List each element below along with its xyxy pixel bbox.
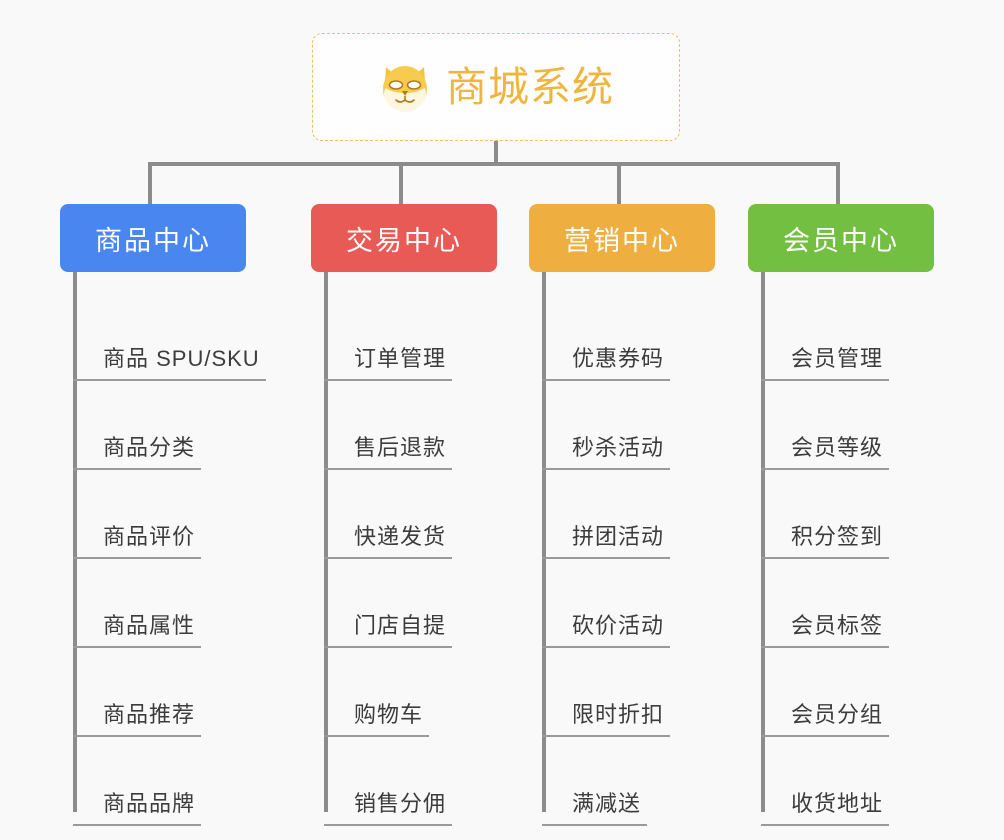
leaf-item-label: 会员分组 xyxy=(761,697,890,737)
leaf-item[interactable]: 门店自提 xyxy=(324,559,531,648)
leaf-item[interactable]: 收货地址 xyxy=(761,737,968,826)
leaf-item-label: 商品属性 xyxy=(73,608,202,648)
leaf-item-label: 商品评价 xyxy=(73,519,202,559)
leaf-item-list: 商品 SPU/SKU 商品分类 商品评价 商品属性 商品推荐 商品品牌 xyxy=(60,292,280,826)
leaf-item-list: 优惠券码 秒杀活动 拼团活动 砍价活动 限时折扣 满减送 xyxy=(529,292,749,826)
leaf-item-label: 优惠券码 xyxy=(542,341,671,381)
leaf-item[interactable]: 售后退款 xyxy=(324,381,531,470)
category-trunk xyxy=(761,272,765,812)
leaf-item-label: 订单管理 xyxy=(324,341,453,381)
leaf-item-label: 销售分佣 xyxy=(324,786,453,826)
category-header-label: 交易中心 xyxy=(346,225,462,256)
leaf-item[interactable]: 商品属性 xyxy=(73,559,280,648)
leaf-item[interactable]: 销售分佣 xyxy=(324,737,531,826)
leaf-item-label: 会员管理 xyxy=(761,341,890,381)
dog-face-icon xyxy=(378,60,432,114)
leaf-item[interactable]: 秒杀活动 xyxy=(542,381,749,470)
leaf-item[interactable]: 会员分组 xyxy=(761,648,968,737)
category-column-marketing: 营销中心 优惠券码 秒杀活动 拼团活动 砍价活动 限时折扣 满减送 xyxy=(529,204,749,826)
leaf-item[interactable]: 拼团活动 xyxy=(542,470,749,559)
leaf-item-label: 商品品牌 xyxy=(73,786,202,826)
leaf-item-label: 积分签到 xyxy=(761,519,890,559)
category-column-trade: 交易中心 订单管理 售后退款 快递发货 门店自提 购物车 销售分佣 xyxy=(311,204,531,826)
leaf-item-label: 售后退款 xyxy=(324,430,453,470)
leaf-item[interactable]: 购物车 xyxy=(324,648,531,737)
leaf-item[interactable]: 商品品牌 xyxy=(73,737,280,826)
category-trunk xyxy=(324,272,328,812)
category-header-label: 营销中心 xyxy=(564,225,680,256)
leaf-item-label: 砍价活动 xyxy=(542,608,671,648)
leaf-item-label: 限时折扣 xyxy=(542,697,671,737)
category-header-member[interactable]: 会员中心 xyxy=(748,204,934,272)
connector-drop-4 xyxy=(836,162,840,206)
connector-drop-3 xyxy=(617,162,621,206)
category-header-label: 会员中心 xyxy=(783,225,899,256)
root-title: 商城系统 xyxy=(446,63,614,110)
category-column-product: 商品中心 商品 SPU/SKU 商品分类 商品评价 商品属性 商品推荐 商品品牌 xyxy=(60,204,280,826)
leaf-item-label: 收货地址 xyxy=(761,786,890,826)
root-node[interactable]: 商城系统 xyxy=(312,33,680,141)
leaf-item-label: 满减送 xyxy=(542,786,648,826)
category-header-marketing[interactable]: 营销中心 xyxy=(529,204,715,272)
connector-drop-2 xyxy=(399,162,403,206)
category-header-product[interactable]: 商品中心 xyxy=(60,204,246,272)
leaf-item[interactable]: 快递发货 xyxy=(324,470,531,559)
leaf-item-label: 商品 SPU/SKU xyxy=(73,341,266,381)
connector-drop-1 xyxy=(148,162,152,206)
leaf-item[interactable]: 商品 SPU/SKU xyxy=(73,292,280,381)
leaf-item[interactable]: 会员等级 xyxy=(761,381,968,470)
leaf-item[interactable]: 商品推荐 xyxy=(73,648,280,737)
category-header-trade[interactable]: 交易中心 xyxy=(311,204,497,272)
category-trunk xyxy=(73,272,77,812)
category-header-label: 商品中心 xyxy=(95,225,211,256)
leaf-item[interactable]: 订单管理 xyxy=(324,292,531,381)
leaf-item-label: 快递发货 xyxy=(324,519,453,559)
leaf-item[interactable]: 会员标签 xyxy=(761,559,968,648)
category-trunk xyxy=(542,272,546,812)
category-column-member: 会员中心 会员管理 会员等级 积分签到 会员标签 会员分组 收货地址 xyxy=(748,204,968,826)
leaf-item[interactable]: 商品评价 xyxy=(73,470,280,559)
leaf-item-label: 会员等级 xyxy=(761,430,890,470)
leaf-item-label: 商品推荐 xyxy=(73,697,202,737)
leaf-item-label: 商品分类 xyxy=(73,430,202,470)
leaf-item[interactable]: 积分签到 xyxy=(761,470,968,559)
leaf-item[interactable]: 商品分类 xyxy=(73,381,280,470)
leaf-item[interactable]: 会员管理 xyxy=(761,292,968,381)
connector-horizontal-bus xyxy=(148,162,840,166)
leaf-item[interactable]: 优惠券码 xyxy=(542,292,749,381)
leaf-item-label: 秒杀活动 xyxy=(542,430,671,470)
leaf-item-label: 购物车 xyxy=(324,697,430,737)
connector-root-stem xyxy=(494,141,498,164)
leaf-item-label: 会员标签 xyxy=(761,608,890,648)
leaf-item-label: 拼团活动 xyxy=(542,519,671,559)
leaf-item-label: 门店自提 xyxy=(324,608,453,648)
leaf-item-list: 会员管理 会员等级 积分签到 会员标签 会员分组 收货地址 xyxy=(748,292,968,826)
leaf-item[interactable]: 满减送 xyxy=(542,737,749,826)
leaf-item[interactable]: 砍价活动 xyxy=(542,559,749,648)
leaf-item-list: 订单管理 售后退款 快递发货 门店自提 购物车 销售分佣 xyxy=(311,292,531,826)
leaf-item[interactable]: 限时折扣 xyxy=(542,648,749,737)
